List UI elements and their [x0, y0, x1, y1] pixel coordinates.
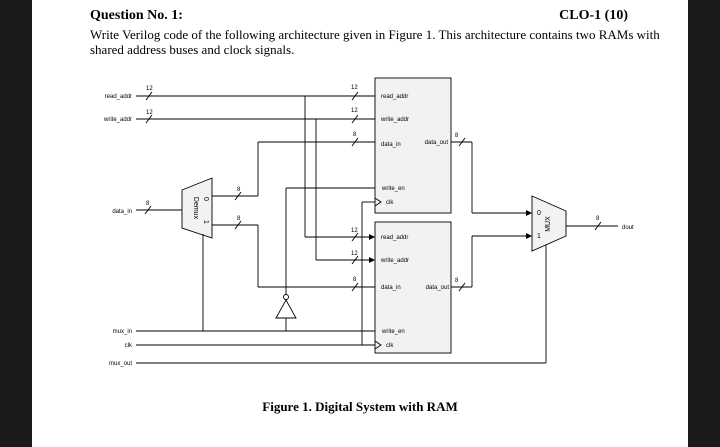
- read-addr-input-label: read_addr: [105, 94, 132, 100]
- bus-width-dout: 8: [596, 216, 600, 222]
- data-in-input-label: data_in: [112, 209, 132, 215]
- demux-block: [181, 177, 213, 239]
- ram1-data-in-port: data_in: [381, 142, 401, 148]
- question-page: Question No. 1: CLO-1 (10) Write Verilog…: [32, 0, 688, 447]
- ram1-read-addr-port: read_addr: [381, 94, 408, 100]
- ram2-write-en-port: write_en: [381, 329, 405, 335]
- mux-port-0: 0: [537, 210, 541, 217]
- ram2-read-addr-port: read_addr: [381, 235, 408, 241]
- bus-width-ram2-read-addr: 12: [351, 228, 358, 234]
- demux-port-0: 0: [202, 197, 209, 201]
- write-addr-input-label: write_addr: [103, 117, 132, 123]
- bus-width-ram1-read-addr: 12: [351, 85, 358, 91]
- demux-label: Demux: [192, 197, 199, 220]
- dout-output-label: dout: [622, 225, 634, 231]
- bus-width-ram1-data-out: 8: [455, 133, 459, 139]
- inverter-gate: [275, 299, 297, 319]
- mux-port-1: 1: [537, 233, 541, 240]
- ram-bottom-block: [374, 221, 452, 354]
- bus-width-demux-0: 8: [237, 187, 241, 193]
- question-text: Write Verilog code of the following arch…: [90, 27, 660, 57]
- mux-out-input-label: mux_out: [109, 361, 132, 367]
- architecture-diagram: read_addr write_addr data_in mux_in clk …: [103, 77, 634, 367]
- bus-width-read-addr: 12: [146, 86, 153, 92]
- bus-width-ram2-data-out: 8: [455, 278, 459, 284]
- clk-input-label: clk: [125, 343, 133, 349]
- ram-top-block: [374, 77, 452, 214]
- bus-width-ram1-data-in: 8: [353, 132, 357, 138]
- mux-in-input-label: mux_in: [113, 329, 132, 335]
- ram2-clk-port: clk: [386, 343, 394, 349]
- ram2-data-out-port: data_out: [426, 285, 450, 291]
- ram1-data-out-port: data_out: [425, 140, 449, 146]
- bus-width-data-in: 8: [146, 201, 150, 207]
- ram1-clk-port: clk: [386, 200, 394, 206]
- bus-width-demux-1: 8: [237, 216, 241, 222]
- ram1-write-addr-port: write_addr: [380, 117, 409, 123]
- ram2-write-addr-port: write_addr: [380, 258, 409, 264]
- ram1-write-en-port: write_en: [381, 186, 405, 192]
- bus-width-write-addr: 12: [146, 110, 153, 116]
- mux-label: MUX: [545, 216, 552, 232]
- question-title: Question No. 1:: [90, 8, 183, 23]
- bus-width-ram2-write-addr: 12: [351, 251, 358, 257]
- bus-width-ram2-data-in: 8: [353, 277, 357, 283]
- mux-block: [531, 195, 567, 252]
- figure-caption: Figure 1. Digital System with RAM: [262, 399, 458, 414]
- demux-port-1: 1: [202, 220, 209, 224]
- ram2-data-in-port: data_in: [381, 285, 401, 291]
- bus-width-ram1-write-addr: 12: [351, 108, 358, 114]
- question-marks: CLO-1 (10): [559, 8, 628, 23]
